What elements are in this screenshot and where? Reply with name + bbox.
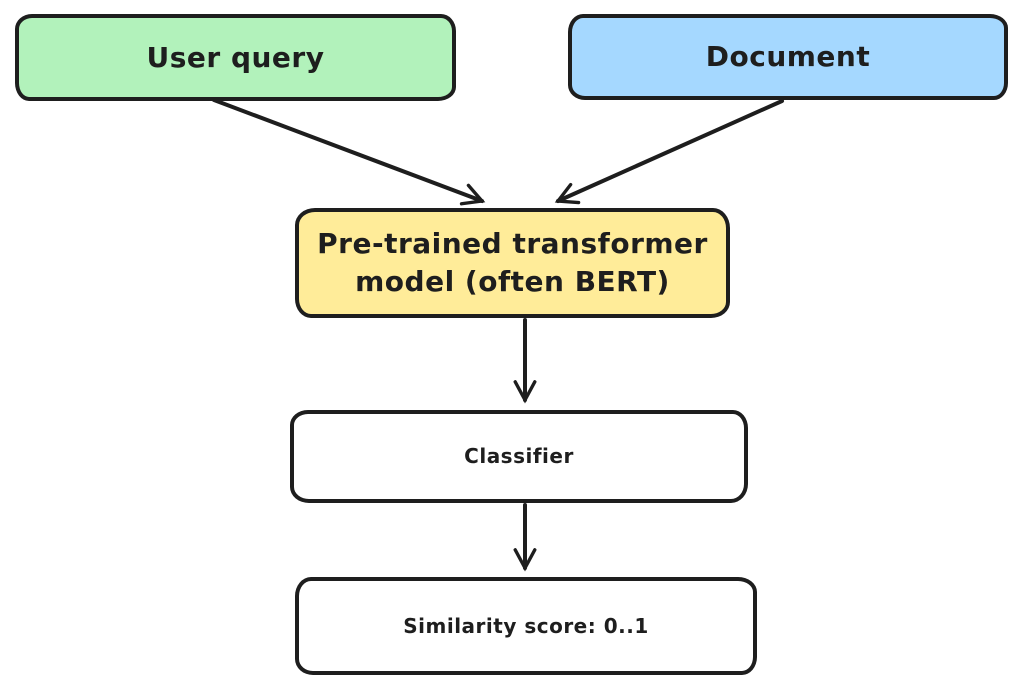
arrow-user-query-to-transformer: [212, 98, 486, 206]
node-user-query-label: User query: [146, 40, 325, 74]
node-document: Document: [568, 14, 1008, 100]
node-classifier-label: Classifier: [464, 444, 574, 468]
node-similarity-score: Similarity score: 0..1: [295, 577, 757, 675]
node-document-label: Document: [705, 40, 871, 74]
arrow-document-to-transformer: [554, 99, 784, 205]
node-transformer-model: Pre-trained transformer model (often BER…: [295, 208, 730, 318]
node-similarity-score-label: Similarity score: 0..1: [403, 613, 649, 638]
node-user-query: User query: [15, 14, 456, 101]
node-classifier: Classifier: [290, 410, 748, 503]
node-transformer-model-label: Pre-trained transformer model (often BER…: [317, 227, 708, 298]
